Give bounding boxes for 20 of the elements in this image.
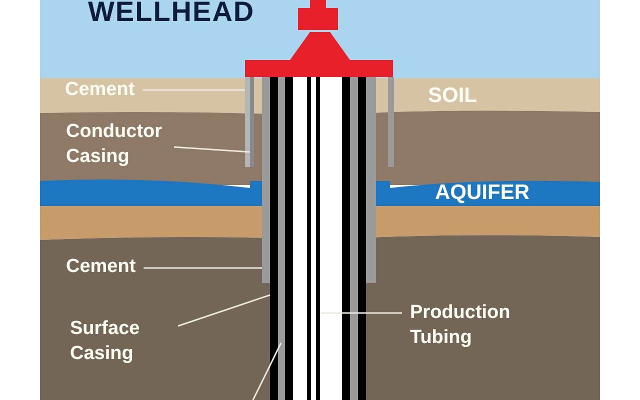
intermediate-casing bbox=[278, 77, 285, 400]
title-label: WELLHEAD bbox=[88, 0, 255, 28]
production-tubing bbox=[316, 77, 320, 400]
leader-line bbox=[252, 342, 282, 400]
leader-line bbox=[144, 267, 262, 269]
leader-line bbox=[174, 146, 250, 153]
callout-label: Cement bbox=[66, 255, 136, 279]
leader-line bbox=[320, 312, 402, 314]
callout-label: Conductor Casing bbox=[66, 120, 164, 169]
leader-line bbox=[178, 294, 270, 327]
surface-casing bbox=[270, 77, 278, 400]
cement-layer bbox=[245, 77, 250, 167]
cement-layer bbox=[262, 77, 270, 283]
callout-label: Cement bbox=[65, 78, 135, 102]
layer-label: SOIL bbox=[428, 83, 478, 109]
conductor-casing bbox=[250, 77, 254, 167]
callout-label: Production Tubing bbox=[410, 301, 510, 350]
layer-label: AQUIFER bbox=[435, 180, 530, 206]
leader-line bbox=[142, 89, 245, 91]
callout-label: Surface Casing bbox=[70, 317, 141, 366]
